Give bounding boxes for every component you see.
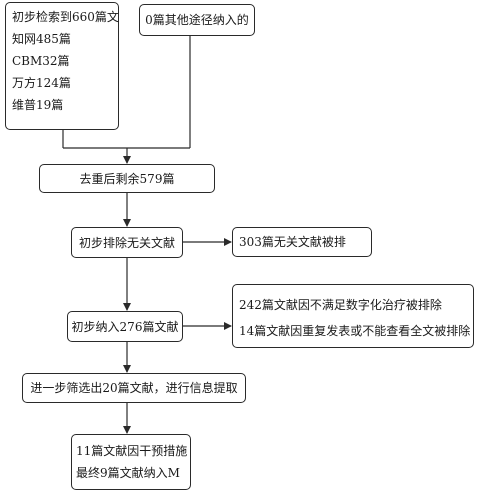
final-line-2: 最终9篇文献纳入M xyxy=(76,466,180,480)
initial-search-line-1: 初步检索到660篇文 xyxy=(12,10,119,24)
initial-search-box: 初步检索到660篇文 知网485篇 CBM32篇 万方124篇 维普19篇 xyxy=(5,2,119,130)
further-screen-label: 进一步筛选出20篇文献，进行信息提取 xyxy=(30,381,238,395)
irrelevant-excluded-label: 303篇无关文献被排 xyxy=(239,235,346,249)
initial-include-box: 初步纳入276篇文献 xyxy=(67,311,183,342)
further-screen-box: 进一步筛选出20篇文献，进行信息提取 xyxy=(22,373,246,403)
final-line-1: 11篇文献因干预措施 xyxy=(76,444,188,458)
initial-include-label: 初步纳入276篇文献 xyxy=(71,319,179,334)
initial-search-line-2: 知网485篇 xyxy=(12,32,71,46)
initial-exclude-box: 初步排除无关文献 xyxy=(71,227,183,258)
dedup-label: 去重后剩余579篇 xyxy=(79,171,175,186)
initial-search-line-5: 维普19篇 xyxy=(12,98,64,112)
initial-search-line-3: CBM32篇 xyxy=(12,54,70,68)
other-sources-label: 0篇其他途径纳入的 xyxy=(145,13,249,27)
dedup-box: 去重后剩余579篇 xyxy=(39,164,215,193)
exclusion-reasons-box: 242篇文献因不满足数字化治疗被排除 14篇文献因重复发表或不能查看全文被排除 xyxy=(232,284,474,348)
final-box: 11篇文献因干预措施 最终9篇文献纳入M xyxy=(71,434,191,490)
exclusion-reason-1: 242篇文献因不满足数字化治疗被排除 xyxy=(239,298,442,312)
exclusion-reason-2: 14篇文献因重复发表或不能查看全文被排除 xyxy=(239,324,471,338)
initial-exclude-label: 初步排除无关文献 xyxy=(78,235,175,250)
irrelevant-excluded-box: 303篇无关文献被排 xyxy=(232,227,372,257)
other-sources-box: 0篇其他途径纳入的 xyxy=(139,4,255,36)
initial-search-line-4: 万方124篇 xyxy=(12,76,71,90)
